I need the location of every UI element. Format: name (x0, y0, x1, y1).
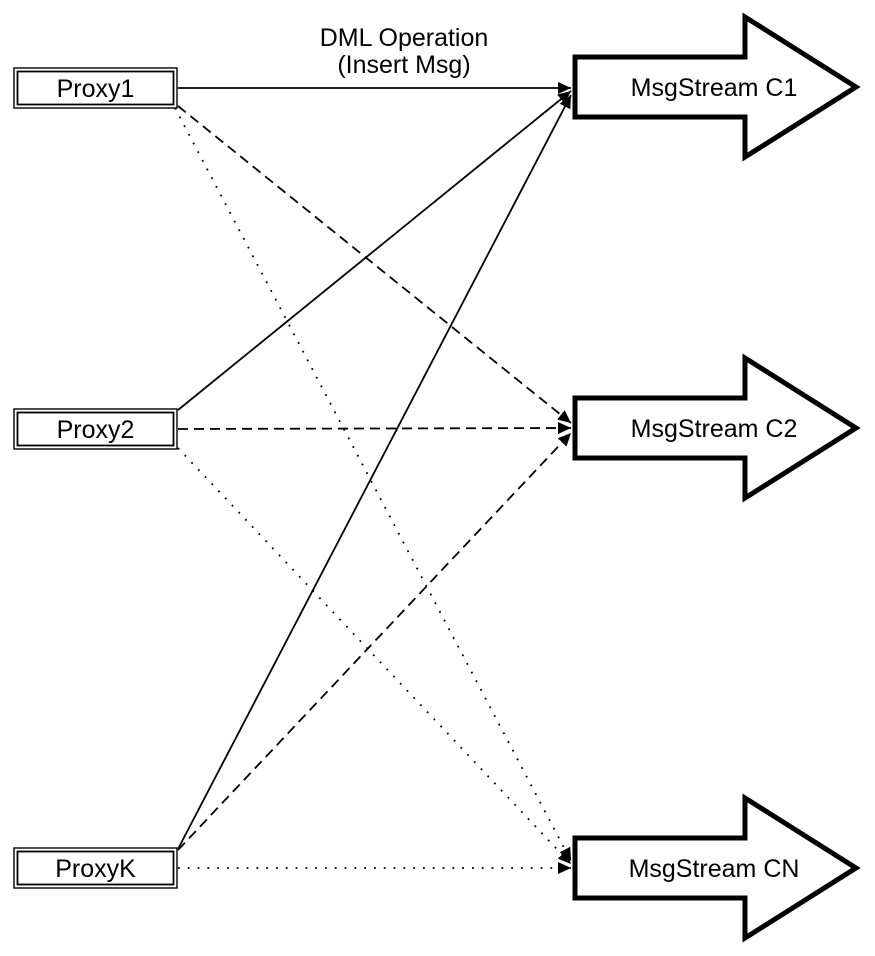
proxy1-label: Proxy1 (57, 75, 135, 103)
edge-proxyk-msgstream-c1 (177, 94, 572, 850)
edge-proxy2-msgstream-c1 (177, 90, 572, 411)
edge-proxy2-msgstream-cn (177, 447, 572, 865)
dml-operation-label-line1: DML Operation (320, 24, 489, 52)
edge-proxy2-msgstream-c2 (177, 422, 572, 435)
proxy2-box-inner (16, 411, 175, 447)
proxyk-node: ProxyK (13, 847, 178, 889)
proxyk-label: ProxyK (55, 855, 136, 883)
dml-operation-annotation: DML Operation (Insert Msg) (320, 24, 489, 79)
proxy2-node: Proxy2 (13, 408, 178, 450)
edge-proxyk-msgstream-c2 (177, 432, 572, 851)
proxyk-box-inner (16, 850, 175, 886)
edge-proxy1-msgstream-cn (174, 107, 572, 862)
proxy1-box-inner (16, 70, 175, 106)
proxy2-label: Proxy2 (57, 416, 135, 444)
msgstream-c1-label: MsgStream C1 (631, 74, 798, 102)
msgstream-c2-arrow-shape (572, 353, 861, 503)
edge-proxy1-msgstream-c2 (177, 105, 572, 424)
msgstream-c2-node: MsgStream C2 (572, 353, 861, 503)
dml-operation-label-line2: (Insert Msg) (337, 51, 470, 79)
msgstream-cn-arrow-shape (572, 793, 861, 943)
msgstream-cn-label: MsgStream CN (629, 855, 800, 883)
msgstream-cn-node: MsgStream CN (572, 793, 861, 943)
msgstream-c2-label: MsgStream C2 (631, 415, 798, 443)
msgstream-c1-arrow-shape (572, 12, 861, 162)
edge-group (174, 82, 572, 874)
proxy1-node: Proxy1 (13, 67, 178, 109)
msgstream-c1-node: MsgStream C1 (572, 12, 861, 162)
